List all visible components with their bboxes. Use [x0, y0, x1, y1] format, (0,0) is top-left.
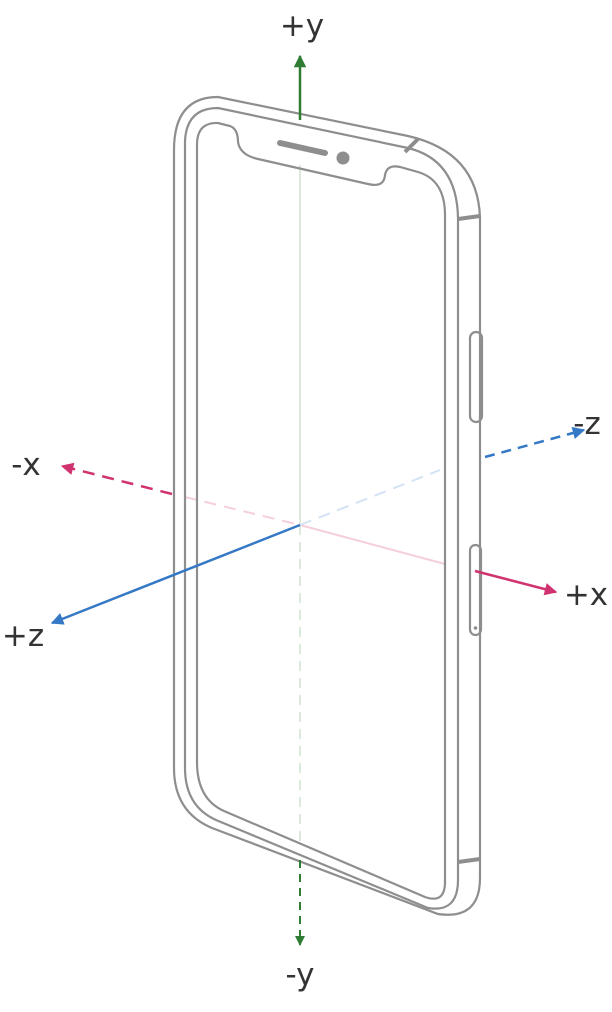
- antenna-band-bottom: [457, 857, 481, 864]
- pos-z-label: +z: [2, 618, 44, 654]
- phone-screen: [195, 121, 447, 900]
- neg-z-label: -z: [573, 406, 600, 442]
- phone-front-frame: [183, 106, 460, 910]
- sim-eject-hole: [473, 626, 478, 630]
- pos-y-label: +y: [280, 8, 324, 44]
- side-button: [468, 330, 484, 424]
- pos-x-label: +x: [564, 577, 608, 613]
- speaker-grille: [277, 140, 328, 156]
- sim-tray: [468, 543, 483, 637]
- antenna-band-right-top: [457, 214, 481, 221]
- iphone-outline: [172, 95, 484, 916]
- antenna-band-top: [403, 137, 420, 154]
- axes: [50, 54, 586, 946]
- axis-labels: +y -y -x +x -z +z: [2, 8, 608, 993]
- axes-faint: [184, 165, 446, 845]
- neg-x-label: -x: [11, 447, 41, 483]
- neg-x-axis-faint: [184, 496, 301, 526]
- pos-x-axis-faint: [299, 524, 446, 565]
- neg-x-arrow: [60, 462, 173, 496]
- pos-x-arrow: [474, 569, 558, 596]
- front-camera: [336, 151, 350, 165]
- neg-z-axis-faint: [299, 469, 441, 526]
- pos-z-arrow: [50, 523, 301, 625]
- neg-y-label: -y: [286, 957, 315, 993]
- phone-outer-edge: [172, 95, 482, 916]
- neg-z-arrow: [484, 426, 586, 459]
